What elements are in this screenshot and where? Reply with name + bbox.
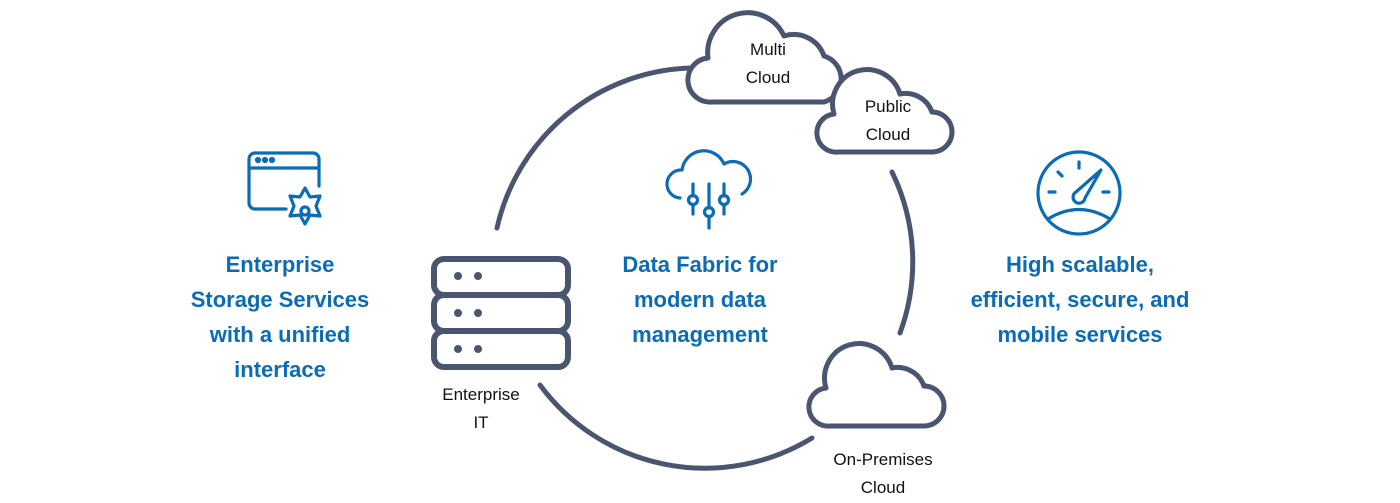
on-premises-cloud-icon <box>806 341 947 429</box>
multi-cloud-icon <box>685 10 844 105</box>
text-line: efficient, secure, and <box>970 287 1190 312</box>
text-line: IT <box>473 413 489 432</box>
cloud-sliders-icon <box>665 149 753 230</box>
text-line: On-Premises <box>833 450 933 469</box>
text-line: Multi <box>750 40 786 59</box>
text-line: Public <box>864 97 912 116</box>
server-leds <box>454 272 482 353</box>
text-line: Enterprise <box>225 252 335 277</box>
arc-right <box>889 169 916 336</box>
arc-bottom <box>537 382 815 471</box>
text-line: Storage Services <box>190 287 370 312</box>
text-line: modern data <box>633 287 767 312</box>
public-cloud-icon <box>814 67 955 155</box>
speedometer-icon <box>1036 150 1122 236</box>
services-text: High scalable, efficient, secure, and mo… <box>930 247 1230 352</box>
text-line: Cloud <box>860 478 906 497</box>
browser-settings-icon <box>247 151 322 226</box>
data-fabric-text: Data Fabric for modern data management <box>570 247 830 352</box>
arc-top-left <box>494 65 693 231</box>
text-line: Enterprise <box>442 385 520 404</box>
enterprise-it-label: Enterprise IT <box>411 381 551 437</box>
ring-arcs <box>494 65 916 471</box>
text-line: management <box>632 322 768 347</box>
text-line: mobile services <box>997 322 1163 347</box>
on-premises-label: On-Premises Cloud <box>813 446 953 502</box>
text-line: Cloud <box>865 125 911 144</box>
multi-cloud-label: Multi Cloud <box>718 36 818 92</box>
text-line: High scalable, <box>1006 252 1154 277</box>
enterprise-storage-text: Enterprise Storage Services with a unifi… <box>150 247 410 387</box>
text-line: Cloud <box>745 68 791 87</box>
public-cloud-label: Public Cloud <box>838 93 938 149</box>
text-line: with a unified <box>209 322 351 347</box>
text-line: Data Fabric for <box>622 252 778 277</box>
server-icon <box>431 256 571 370</box>
text-line: interface <box>234 357 326 382</box>
